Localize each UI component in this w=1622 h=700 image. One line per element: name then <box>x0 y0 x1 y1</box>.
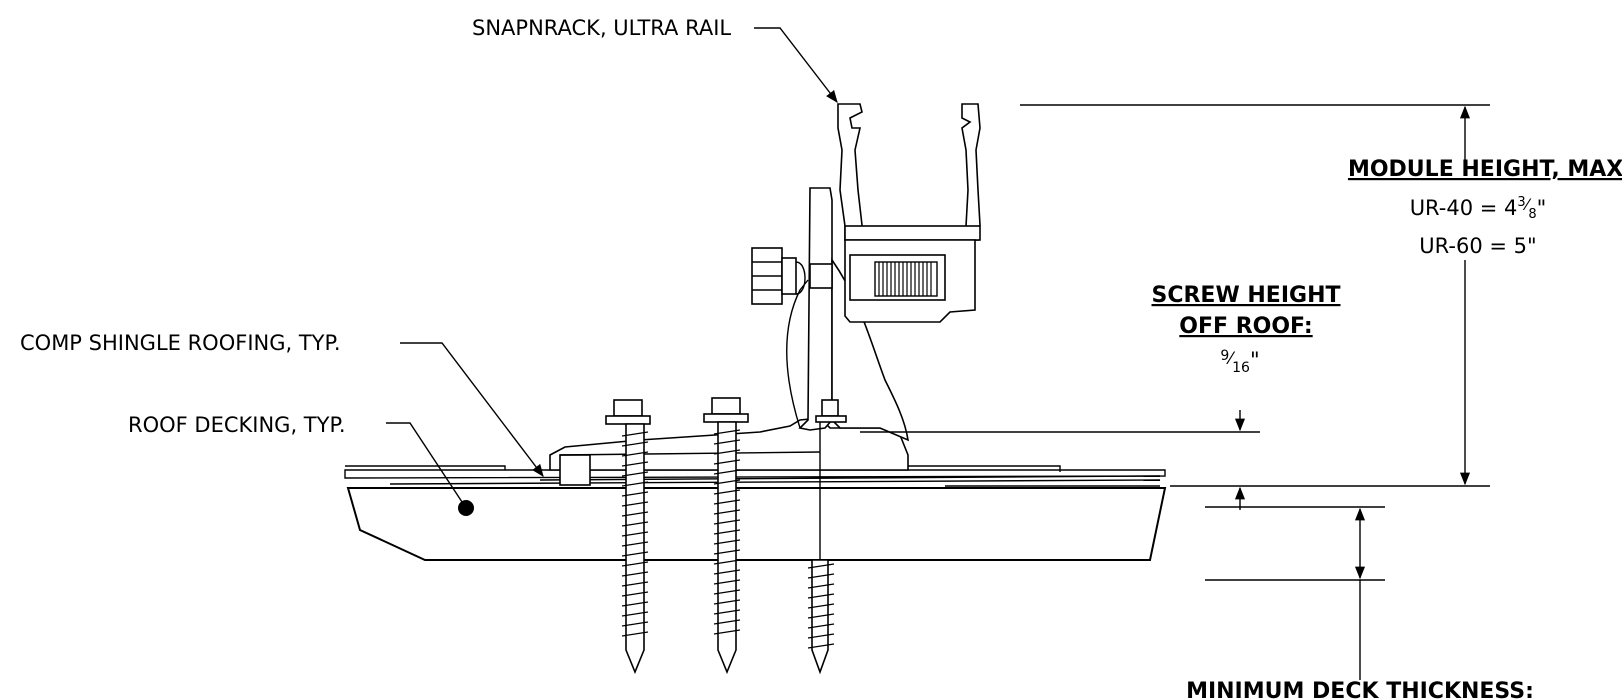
rail-bolt-threads <box>874 261 938 297</box>
screw-height-dimension: SCREW HEIGHT OFF ROOF: 9⁄16" <box>860 283 1341 510</box>
side-bolt <box>751 247 833 305</box>
rail-callout: SNAPNRACK, ULTRA RAIL <box>472 16 838 103</box>
module-height-ur40: UR-40 = 43⁄8" <box>1410 195 1547 222</box>
ultra-rail <box>837 103 981 323</box>
screw-height-value: 9⁄16" <box>1220 348 1259 376</box>
lag-screw-2 <box>703 397 749 675</box>
decking-callout-label: ROOF DECKING, TYP. <box>128 413 346 437</box>
module-height-dimension: MODULE HEIGHT, MAX: UR-40 = 43⁄8" UR-60 … <box>1020 104 1622 487</box>
deck-thickness-dimension: MINIMUM DECK THICKNESS: <box>1186 506 1534 700</box>
rail-callout-label: SNAPNRACK, ULTRA RAIL <box>472 16 731 40</box>
shingle-callout: COMP SHINGLE ROOFING, TYP. <box>20 331 544 478</box>
shingle-callout-label: COMP SHINGLE ROOFING, TYP. <box>20 331 341 355</box>
module-height-title: MODULE HEIGHT, MAX: <box>1348 157 1622 182</box>
screw-height-title-1: SCREW HEIGHT <box>1152 283 1341 308</box>
wood-screw <box>807 399 847 675</box>
module-height-ur60: UR-60 = 5" <box>1419 234 1536 258</box>
lag-screw-1 <box>605 399 651 675</box>
deck-thickness-title: MINIMUM DECK THICKNESS: <box>1186 679 1534 700</box>
roof-decking <box>346 487 1167 561</box>
decking-callout: ROOF DECKING, TYP. <box>128 413 467 509</box>
screw-height-title-2: OFF ROOF: <box>1179 314 1312 339</box>
